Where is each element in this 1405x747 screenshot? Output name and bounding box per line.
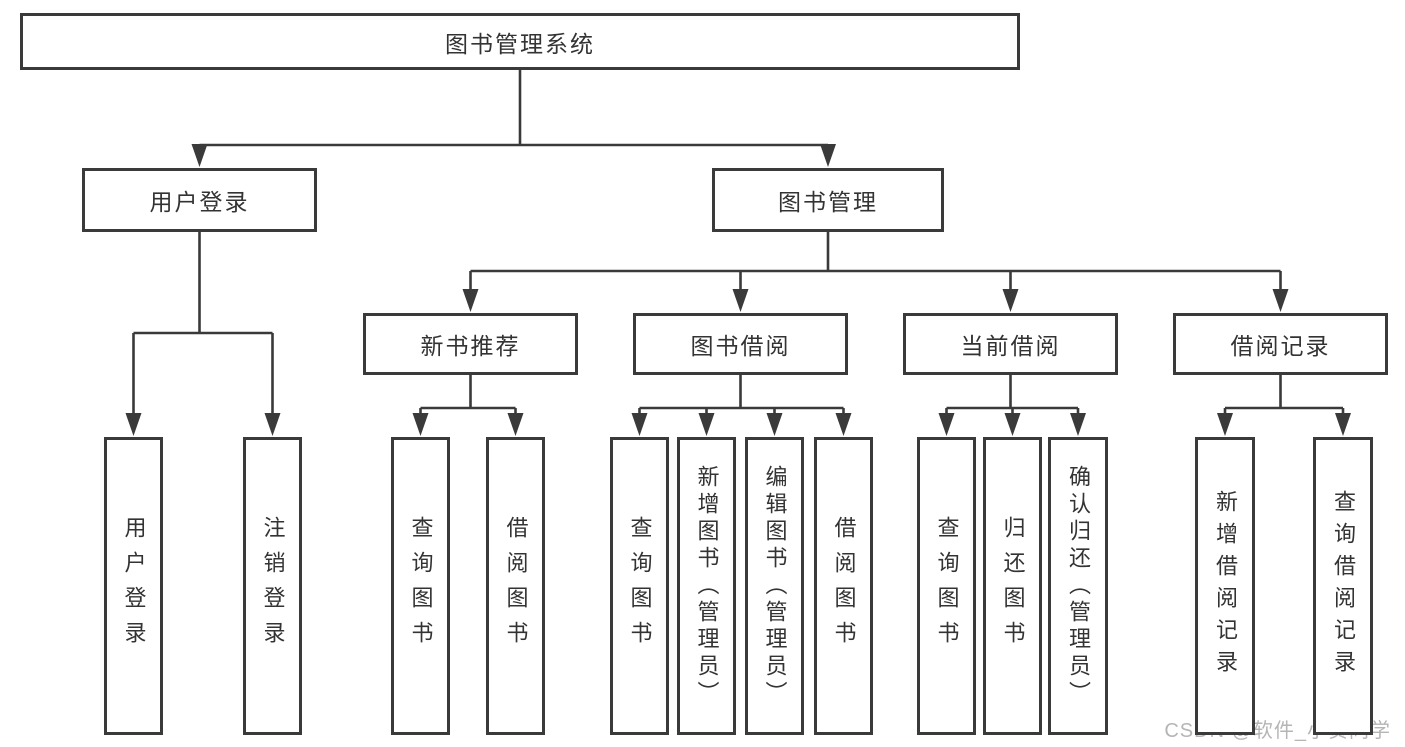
node-leaf-query-book-3: 查询图书 (917, 437, 976, 735)
node-label-leaf-query-book-1: 查询图书 (408, 516, 434, 656)
node-leaf-query-record: 查询借阅记录 (1313, 437, 1373, 735)
node-label-leaf-logout: 注销登录 (260, 516, 286, 656)
node-leaf-borrow-book-1: 借阅图书 (486, 437, 545, 735)
node-borrow-record: 借阅记录 (1173, 313, 1388, 375)
node-label-current-borrow: 当前借阅 (960, 333, 1061, 359)
arrowhead-icon (1272, 289, 1289, 312)
arrowhead-icon (264, 413, 281, 436)
arrowhead-icon (1002, 289, 1019, 312)
node-new-book-rec: 新书推荐 (363, 313, 578, 375)
arrowhead-icon (462, 289, 479, 312)
node-label-leaf-query-book-2: 查询图书 (627, 516, 653, 656)
node-label-book-borrow: 图书借阅 (690, 333, 791, 359)
node-leaf-return-book: 归还图书 (983, 437, 1042, 735)
arrowhead-icon (1004, 413, 1021, 436)
arrowhead-icon (698, 413, 715, 436)
arrowhead-icon (835, 413, 852, 436)
node-leaf-add-book: 新增图书（管理员） (677, 437, 736, 735)
arrowhead-icon (938, 413, 955, 436)
node-label-leaf-return-book: 归还图书 (1000, 516, 1026, 656)
node-leaf-add-record: 新增借阅记录 (1195, 437, 1255, 735)
node-leaf-confirm-return: 确认归还（管理员） (1048, 437, 1108, 735)
node-label-leaf-query-book-3: 查询图书 (934, 516, 960, 656)
arrowhead-icon (732, 289, 749, 312)
node-book-borrow: 图书借阅 (633, 313, 848, 375)
node-leaf-query-book-2: 查询图书 (610, 437, 669, 735)
arrowhead-icon (125, 413, 142, 436)
node-leaf-edit-book: 编辑图书（管理员） (745, 437, 804, 735)
node-leaf-borrow-book-2: 借阅图书 (814, 437, 873, 735)
node-label-leaf-query-record: 查询借阅记录 (1331, 490, 1356, 682)
node-label-new-book-rec: 新书推荐 (420, 333, 521, 359)
node-leaf-logout: 注销登录 (243, 437, 302, 735)
arrowhead-icon (191, 144, 208, 167)
node-label-leaf-add-record: 新增借阅记录 (1213, 490, 1238, 682)
node-label-leaf-borrow-book-1: 借阅图书 (503, 516, 529, 656)
arrowhead-icon (820, 144, 836, 167)
node-root: 图书管理系统 (20, 13, 1020, 70)
arrowhead-icon (1070, 413, 1086, 436)
arrowhead-icon (1335, 413, 1351, 436)
node-leaf-user-login: 用户登录 (104, 437, 163, 735)
node-label-leaf-user-login: 用户登录 (121, 516, 147, 656)
arrowhead-icon (507, 413, 524, 436)
node-label-root: 图书管理系统 (445, 30, 595, 57)
node-leaf-query-book-1: 查询图书 (391, 437, 450, 735)
arrowhead-icon (766, 413, 783, 436)
node-label-leaf-edit-book: 编辑图书（管理员） (762, 464, 788, 708)
arrowhead-icon (631, 413, 648, 436)
node-current-borrow: 当前借阅 (903, 313, 1118, 375)
node-book-mgmt: 图书管理 (712, 168, 944, 232)
node-label-leaf-add-book: 新增图书（管理员） (694, 464, 720, 708)
node-label-leaf-confirm-return: 确认归还（管理员） (1066, 464, 1091, 708)
node-label-borrow-record: 借阅记录 (1230, 333, 1331, 359)
node-user-login: 用户登录 (82, 168, 317, 232)
node-label-leaf-borrow-book-2: 借阅图书 (831, 516, 857, 656)
node-label-user-login: 用户登录 (149, 189, 250, 215)
arrowhead-icon (1217, 413, 1233, 436)
node-label-book-mgmt: 图书管理 (778, 189, 878, 215)
arrowhead-icon (412, 413, 429, 436)
